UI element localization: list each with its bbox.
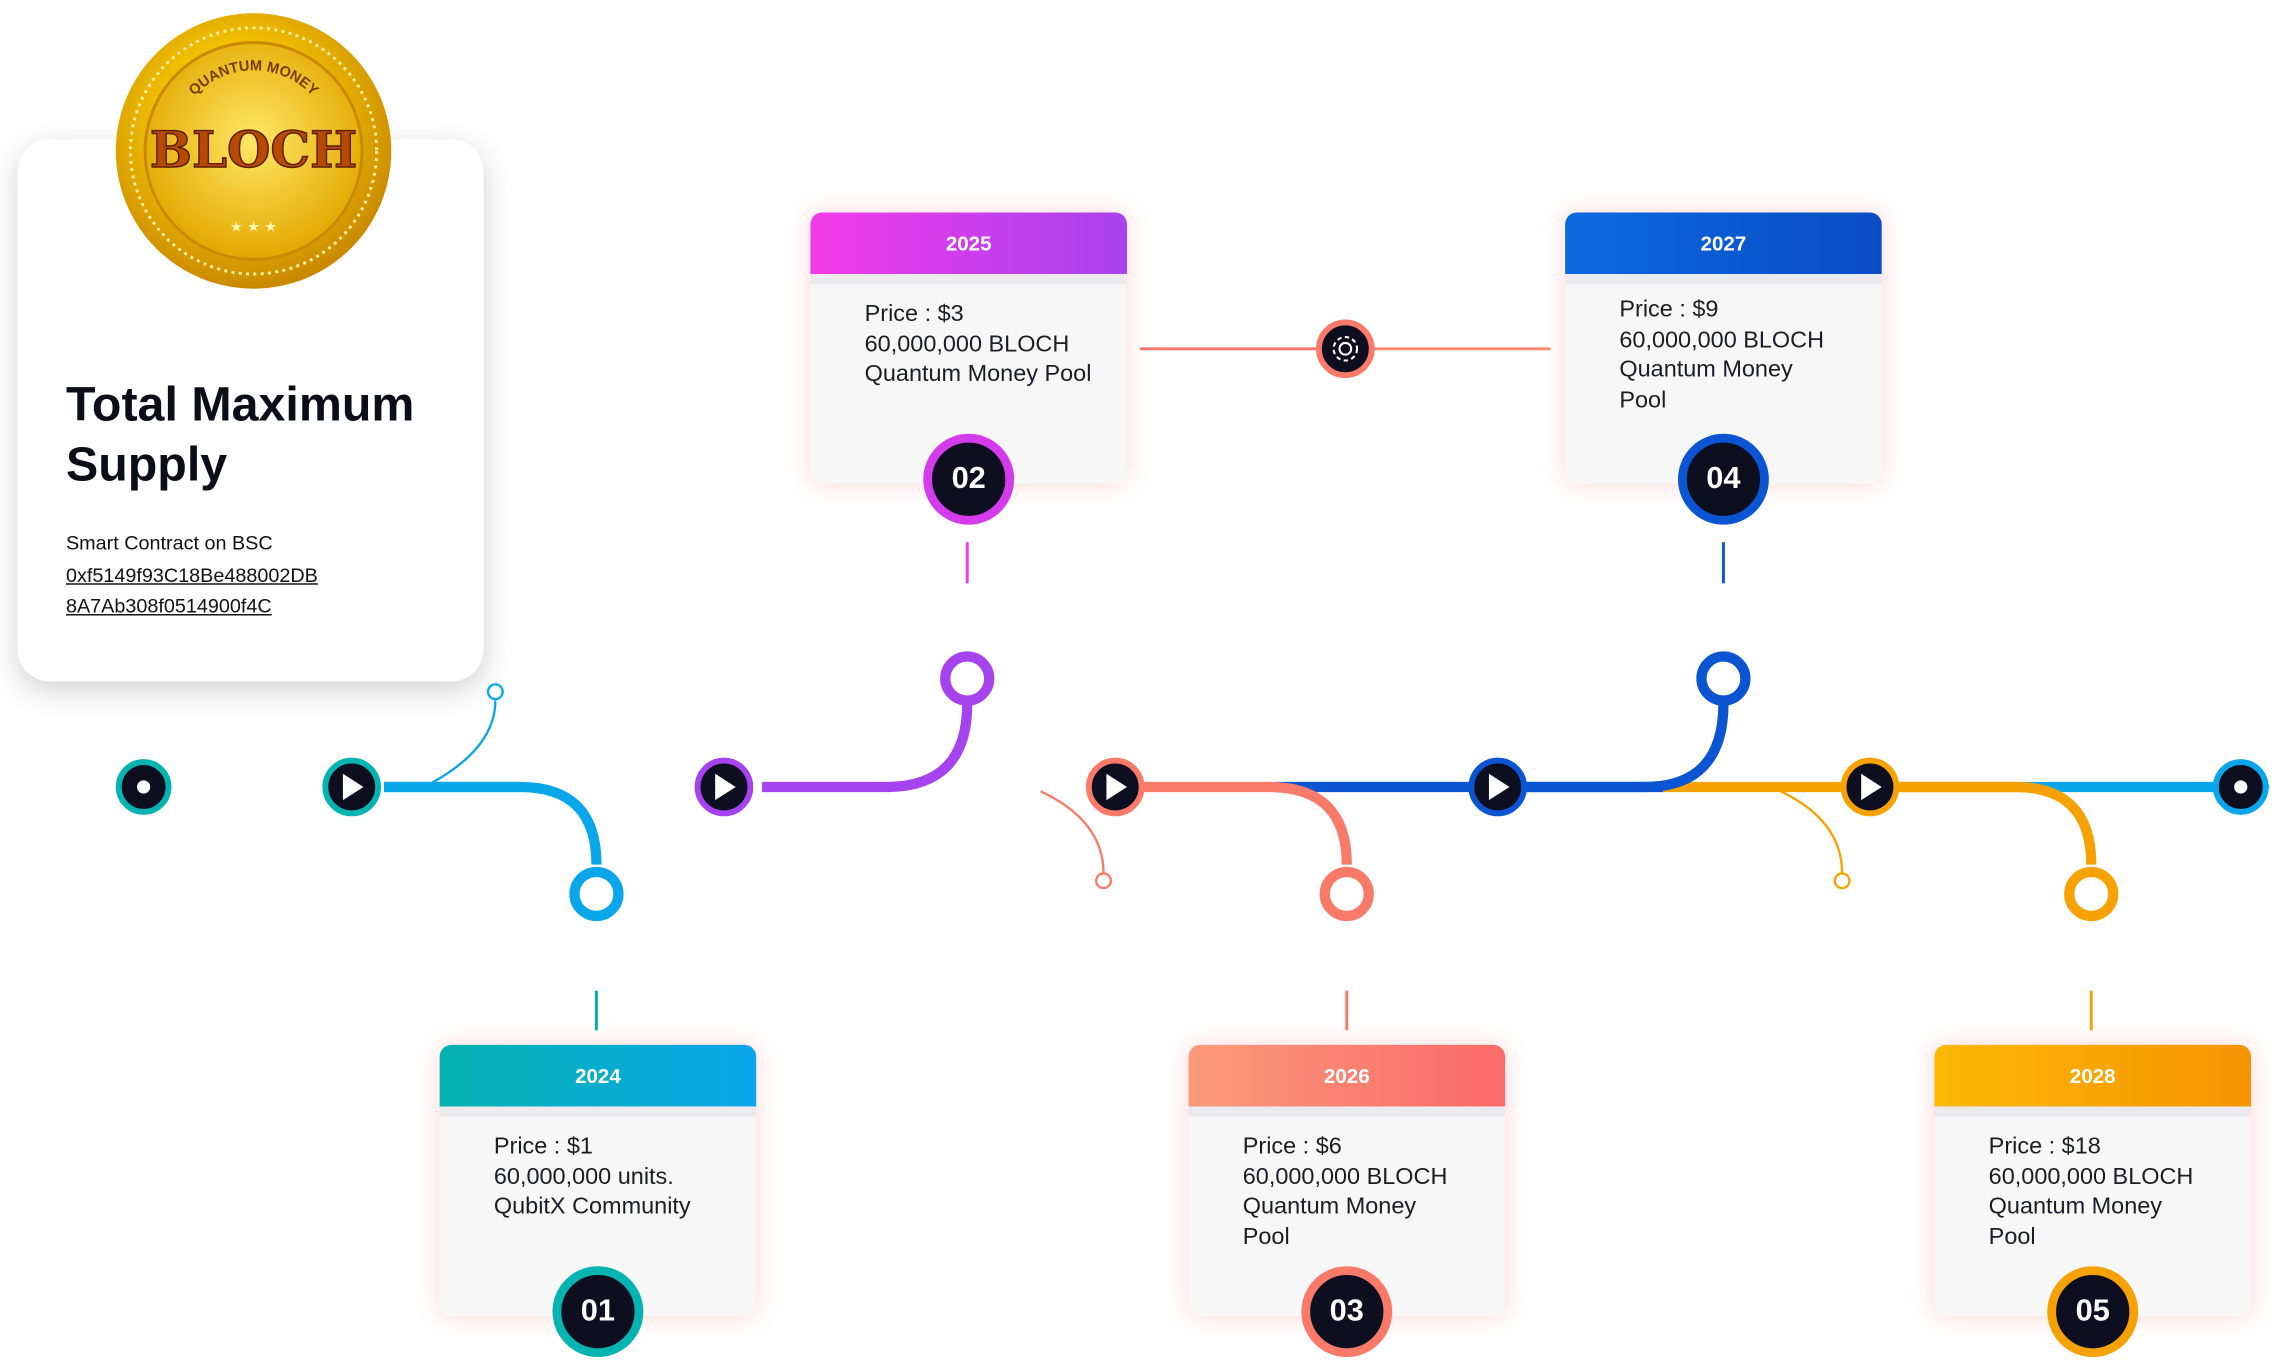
card-pool-cont: Pool: [1619, 388, 1667, 414]
coin-name: BLOCH: [150, 120, 357, 179]
card-year: 2025: [810, 212, 1127, 285]
card-amount: 60,000,000 BLOCH: [864, 332, 1070, 358]
contract-address-link[interactable]: 0xf5149f93C18Be488002DB 8A7Ab308f0514900…: [66, 561, 388, 621]
ring-02: [940, 651, 995, 706]
card-year: 2028: [1934, 1044, 2252, 1117]
svg-text:★ ★ ★: ★ ★ ★: [230, 220, 278, 236]
milestone-card-2027: 2027 Price : $9 60,000,000 BLOCH Quantum…: [1565, 212, 1882, 525]
gear-icon: [1316, 319, 1375, 379]
play-icon-1[interactable]: [322, 757, 382, 817]
branch-01: [383, 781, 602, 865]
milestone-card-2026: 2026 Price : $6 60,000,000 BLOCH Quantum…: [1188, 1044, 1506, 1358]
card-year: 2026: [1188, 1044, 1506, 1117]
branch-05: [1881, 781, 2097, 865]
card-pool: Quantum Money Pool: [864, 362, 1092, 388]
branch-02: [762, 703, 973, 793]
card-amount: 60,000,000 BLOCH: [1988, 1164, 2194, 1190]
card-amount: 60,000,000 BLOCH: [1619, 327, 1825, 353]
card-pool: Quantum Money: [1242, 1194, 1417, 1220]
play-icon-4[interactable]: [1468, 757, 1528, 817]
branch-03: [1128, 781, 1352, 865]
card-price: Price : $9: [1619, 297, 1719, 323]
play-icon-2[interactable]: [694, 757, 754, 817]
play-icon-3[interactable]: [1085, 757, 1145, 817]
ring-05: [2064, 866, 2119, 922]
thin-branch-a: [431, 700, 497, 784]
play-icon-5[interactable]: [1840, 757, 1900, 817]
dot-icon-start: [115, 759, 172, 815]
contract-label: Smart Contract on BSC: [65, 531, 273, 554]
card-price: Price : $18: [1988, 1134, 2101, 1160]
bloch-coin-logo: QUANTUM MONEY BLOCH ★ ★ ★: [115, 13, 392, 289]
card-amount: 60,000,000 units.: [493, 1164, 674, 1190]
card-year: 2024: [439, 1044, 757, 1117]
card-pool-cont: Pool: [1242, 1225, 1290, 1251]
supply-title: Total Maximum Supply: [65, 376, 415, 491]
ring-04: [1696, 651, 1751, 706]
card-year: 2027: [1565, 212, 1882, 285]
milestone-number: 04: [1677, 433, 1769, 525]
card-price: Price : $1: [493, 1134, 593, 1160]
card-price: Price : $6: [1242, 1134, 1342, 1160]
milestone-card-2025: 2025 Price : $3 60,000,000 BLOCH Quantum…: [810, 212, 1127, 525]
dot-icon-end: [2212, 759, 2269, 815]
card-price: Price : $3: [864, 301, 964, 327]
card-pool-cont: Pool: [1988, 1225, 2036, 1251]
ring-01: [569, 866, 624, 922]
branch-04: [1524, 703, 1729, 793]
milestone-card-2028: 2028 Price : $18 60,000,000 BLOCH Quantu…: [1934, 1044, 2252, 1358]
milestone-number: 03: [1301, 1266, 1393, 1358]
card-pool: QubitX Community: [493, 1194, 691, 1220]
milestone-card-2024: 2024 Price : $1 60,000,000 units. QubitX…: [439, 1044, 757, 1358]
ring-03: [1319, 866, 1374, 922]
milestone-number: 05: [2047, 1266, 2139, 1358]
thin-branch-c: [1780, 790, 1844, 874]
contract-address-line-1[interactable]: 0xf5149f93C18Be488002DB: [65, 564, 318, 587]
milestone-number: 02: [923, 433, 1015, 525]
thin-branch-b: [1040, 790, 1105, 874]
card-amount: 60,000,000 BLOCH: [1242, 1164, 1448, 1190]
card-pool: Quantum Money: [1619, 358, 1793, 384]
card-pool: Quantum Money: [1988, 1194, 2163, 1220]
contract-address-line-2[interactable]: 8A7Ab308f0514900f4C: [65, 594, 272, 617]
milestone-number: 01: [552, 1266, 644, 1358]
